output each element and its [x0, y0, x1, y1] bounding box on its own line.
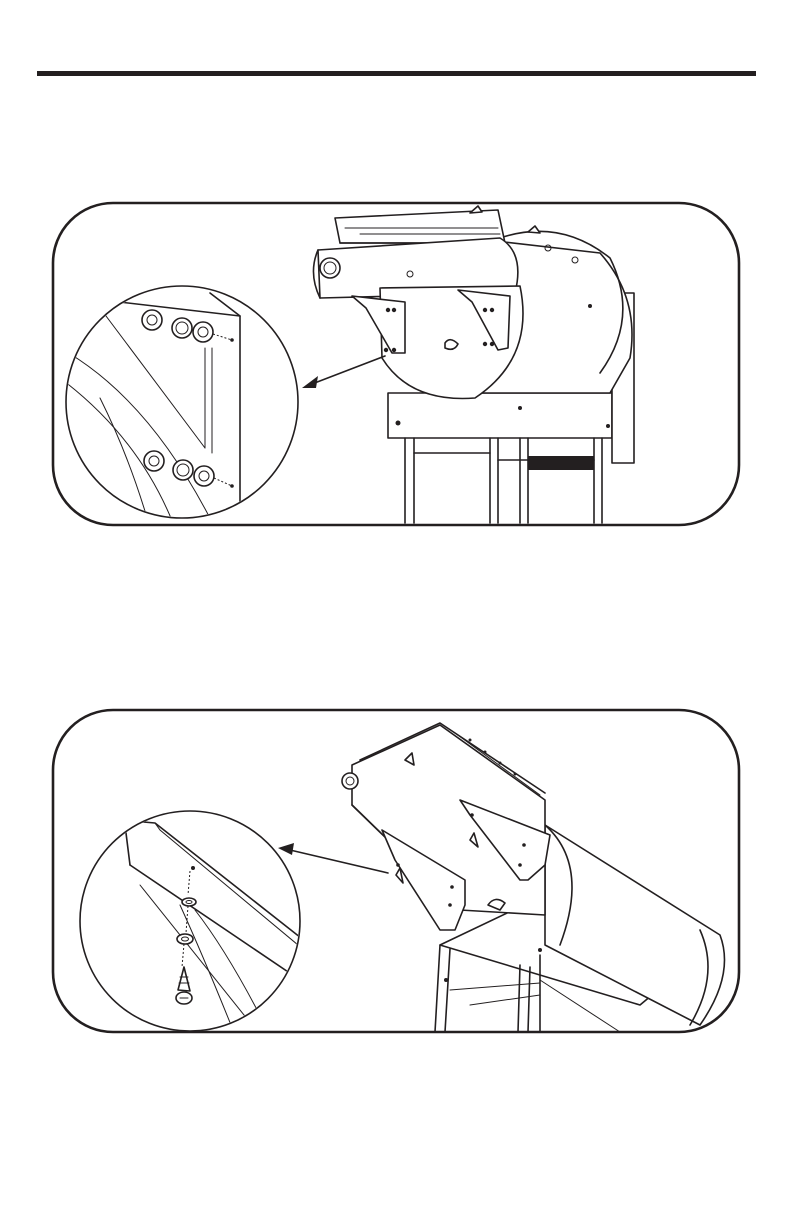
lock-washer-bottom [177, 934, 193, 944]
header-rule [37, 71, 756, 76]
callout-arrow [302, 356, 385, 388]
callout-arrow [278, 843, 388, 873]
lock-washer-top [182, 898, 196, 906]
figure-1 [0, 198, 793, 533]
grill-hopper [313, 206, 540, 298]
figure-2 [0, 705, 793, 1040]
figure-2-illustration [0, 705, 793, 1040]
detail-circle-bolts [60, 286, 298, 528]
figure-1-illustration [0, 198, 793, 533]
detail-circle-screw [80, 811, 310, 1035]
